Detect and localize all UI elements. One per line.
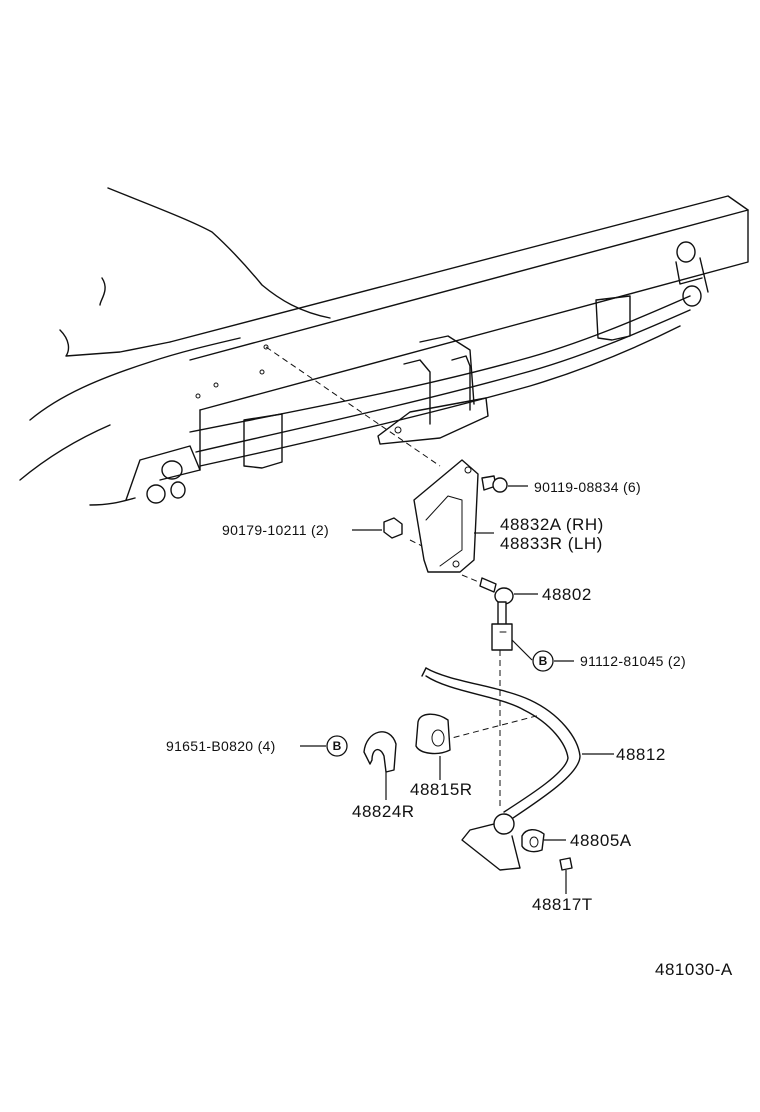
callout-nut-90179: 90179-10211 (2) — [222, 522, 329, 538]
bushing-48815r[interactable] — [415, 713, 451, 755]
callout-retainer-48817t: 48817T — [532, 895, 593, 914]
spring-hangers — [125, 241, 709, 504]
badge-b-lower-label: B — [333, 739, 342, 753]
badge-b-upper: B — [532, 650, 554, 672]
badge-b-lower: B — [326, 735, 348, 757]
callout-bracket-lh: 48833R (LH) — [500, 534, 603, 553]
nut-90179-10211[interactable] — [383, 517, 403, 539]
callout-bolt-91651: 91651-B0820 (4) — [166, 738, 276, 754]
callout-bracket-48824r: 48824R — [352, 802, 415, 821]
leader-lines — [300, 485, 614, 894]
retainer-48817t[interactable] — [559, 857, 573, 871]
bolt-90119-08834[interactable] — [481, 475, 508, 493]
vehicle-body-outline — [19, 187, 331, 506]
axle-mount — [377, 335, 489, 445]
stabilizer-link-48802[interactable] — [479, 577, 514, 651]
frame-rail — [159, 195, 749, 481]
callout-bracket-rh: 48832A (RH) — [500, 515, 604, 534]
callout-bolt-90119: 90119-08834 (6) — [534, 479, 641, 495]
callout-cushion-48805a: 48805A — [570, 831, 632, 850]
callout-bushing-48815r: 48815R — [410, 780, 473, 799]
stabilizer-bracket-48832a[interactable] — [413, 459, 479, 573]
stabilizer-bar-48812[interactable] — [421, 667, 581, 871]
callout-bolt-91112: 91112-81045 (2) — [580, 653, 686, 669]
callout-link-48802: 48802 — [542, 585, 592, 604]
leaf-spring — [189, 295, 691, 469]
figure-id: 481030-A — [655, 960, 733, 979]
cushion-48805a[interactable] — [521, 829, 545, 853]
badge-b-upper-label: B — [539, 654, 548, 668]
callout-stabilizer-bar-48812: 48812 — [616, 745, 666, 764]
bracket-48824r[interactable] — [363, 731, 397, 773]
